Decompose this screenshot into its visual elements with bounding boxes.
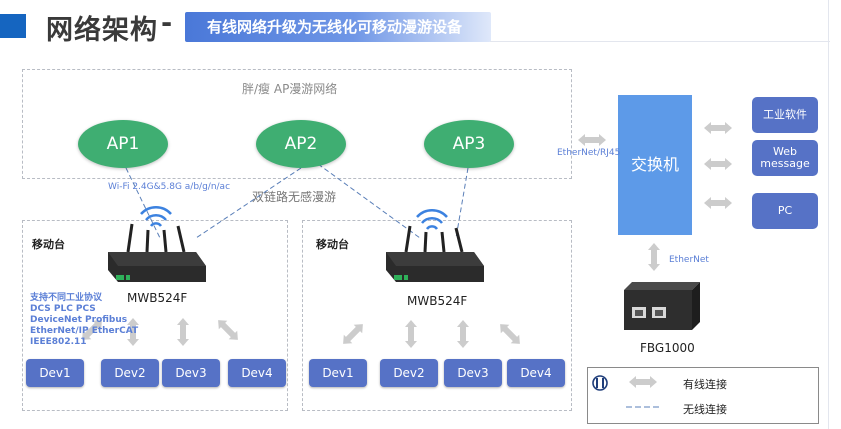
link-ap3-station2 xyxy=(455,167,469,239)
ap-roaming-zone xyxy=(22,69,572,179)
pc-label: PC xyxy=(777,204,793,217)
link-ap2-station1 xyxy=(195,167,302,239)
ap2-node: AP2 xyxy=(256,120,346,168)
header-rule xyxy=(490,41,830,42)
wifi-icon-1 xyxy=(140,205,172,227)
ethernet-label: EtherNet xyxy=(669,255,709,265)
gateway-device-icon xyxy=(624,282,700,330)
page-title: 网络架构 xyxy=(46,15,158,46)
gateway-model-label: FBG1000 xyxy=(640,341,695,355)
legend-wireless-label: 无线连接 xyxy=(683,403,727,416)
router-icon-1 xyxy=(108,223,206,282)
device-box: Dev4 xyxy=(228,359,286,387)
station-model-1: MWB524F xyxy=(127,291,188,305)
link-ap2-station2 xyxy=(317,163,421,239)
device-box: Dev3 xyxy=(162,359,220,387)
device-box: Dev2 xyxy=(380,359,438,387)
legend-graphics xyxy=(592,375,662,408)
ap3-node: AP3 xyxy=(424,120,514,168)
wifi-icon-2 xyxy=(416,208,448,230)
device-box: Dev1 xyxy=(26,359,84,387)
protocol-line: EtherNet/IP EtherCAT xyxy=(30,326,139,336)
industrial-software-label: 工业软件 xyxy=(763,108,807,121)
pc-box: PC xyxy=(752,193,818,229)
web-message-box: Web message xyxy=(752,140,818,176)
station-label-2: 移动台 xyxy=(316,238,349,251)
ap1-node: AP1 xyxy=(78,120,168,168)
wireless-links xyxy=(125,163,469,239)
device-box: Dev1 xyxy=(309,359,367,387)
router-icon-2 xyxy=(386,225,484,282)
station2-wired-arrows xyxy=(338,319,525,349)
web-message-line2: message xyxy=(760,157,810,170)
device-box: Dev2 xyxy=(101,359,159,387)
web-message-line1: Web xyxy=(773,145,797,158)
station-label-1: 移动台 xyxy=(32,238,65,251)
slide-edge-rule xyxy=(828,0,829,429)
roaming-label: 双链路无感漫游 xyxy=(252,190,337,204)
ap-zone-label: 胖/瘦 AP漫游网络 xyxy=(242,82,338,96)
protocol-line: IEEE802.11 xyxy=(30,337,87,347)
station-model-2: MWB524F xyxy=(407,294,468,308)
switch-node: 交换机 xyxy=(618,95,692,235)
industrial-software-box: 工业软件 xyxy=(752,97,818,133)
protocol-line: DeviceNet Profibus xyxy=(30,315,128,325)
subtitle-banner: 有线网络升级为无线化可移动漫游设备 xyxy=(185,12,491,42)
device-box: Dev3 xyxy=(444,359,502,387)
title-dash: - xyxy=(161,8,173,39)
link-ap1-station1 xyxy=(125,167,161,239)
protocol-line: DCS PLC PCS xyxy=(30,304,96,314)
title-accent-bar xyxy=(0,14,26,38)
legend-box xyxy=(587,367,819,424)
ethernet-rj45-label: EtherNet/RJ45 xyxy=(557,148,621,158)
legend-wired-label: 有线连接 xyxy=(683,378,727,391)
wifi-spec-label: Wi-Fi 2.4G&5.8G a/b/g/n/ac xyxy=(108,182,231,192)
device-box: Dev4 xyxy=(507,359,565,387)
mobile-station-zone-1 xyxy=(22,220,288,411)
protocol-heading: 支持不同工业协议 xyxy=(30,293,103,303)
